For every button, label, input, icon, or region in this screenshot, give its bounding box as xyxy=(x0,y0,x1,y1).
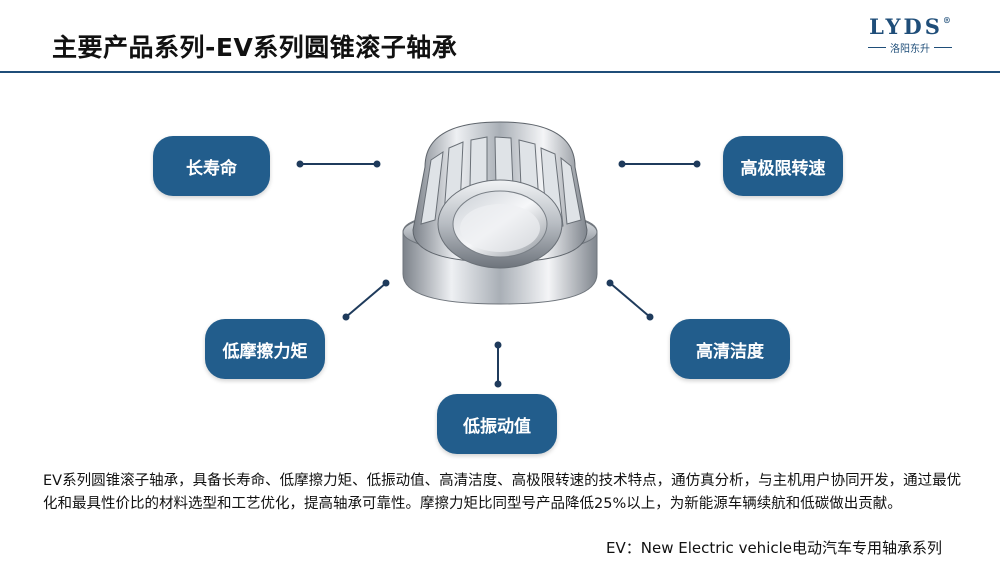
logo-subtitle-row: 洛阳东升 xyxy=(850,40,970,55)
logo-rule-right xyxy=(934,47,952,48)
connector-dot-low-torque-start xyxy=(342,313,350,321)
title-underline xyxy=(0,71,1000,73)
company-logo: LYDS® 洛阳东升 xyxy=(850,16,970,55)
feature-long-life: 长寿命 xyxy=(153,136,270,196)
connector-dot-high-speed-end xyxy=(693,160,701,168)
connector-high-cleanliness xyxy=(609,282,651,318)
feature-low-torque: 低摩擦力矩 xyxy=(205,319,325,379)
bore-shadow xyxy=(460,204,540,252)
connector-dot-long-life-end xyxy=(373,160,381,168)
logo-letters: LYDS xyxy=(869,14,943,39)
connector-dot-high-cleanliness-start xyxy=(606,279,614,287)
connector-dot-low-vibration-end xyxy=(494,380,502,388)
page-title: 主要产品系列-EV系列圆锥滚子轴承 xyxy=(52,33,458,62)
feature-high-speed: 高极限转速 xyxy=(723,136,843,196)
connector-dot-low-torque-end xyxy=(382,279,390,287)
tapered-roller-bearing-image xyxy=(402,121,598,305)
registered-mark: ® xyxy=(942,15,951,25)
connector-dot-high-cleanliness-end xyxy=(646,313,654,321)
connector-low-torque xyxy=(345,282,387,318)
feature-high-cleanliness: 高清洁度 xyxy=(670,319,790,379)
product-description: EV系列圆锥滚子轴承，具备长寿命、低摩擦力矩、低振动值、高清洁度、高极限转速的技… xyxy=(43,473,962,512)
connector-dot-long-life-start xyxy=(296,160,304,168)
ev-footnote: EV：New Electric vehicle电动汽车专用轴承系列 xyxy=(606,539,942,557)
logo-wordmark: LYDS® xyxy=(850,16,970,37)
logo-rule-left xyxy=(868,47,886,48)
feature-low-vibration: 低振动值 xyxy=(437,394,557,454)
logo-subtitle: 洛阳东升 xyxy=(890,44,930,55)
connector-dot-high-speed-start xyxy=(618,160,626,168)
connector-dot-low-vibration-start xyxy=(494,341,502,349)
